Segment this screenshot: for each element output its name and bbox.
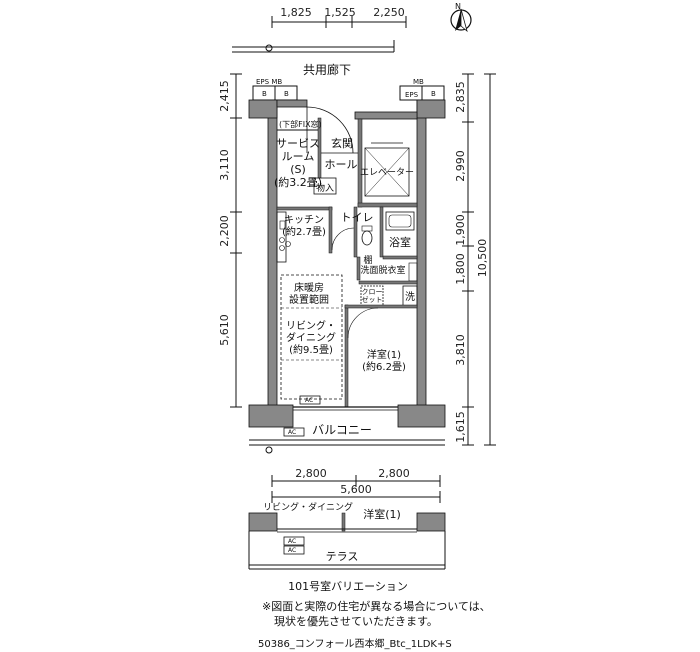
ac-label-variation-1: AC (288, 538, 296, 545)
living-dining-label-1: リビング・ (286, 319, 336, 332)
dim-left-1: 2,415 (218, 80, 231, 112)
floor-heating-label-1: 床暖房 (294, 281, 324, 294)
service-room-label-1: サービス (276, 137, 320, 150)
washroom-label: 洗面脱衣室 (360, 264, 405, 276)
variation-ld-label: リビング・ダイニング (263, 501, 353, 513)
corridor-railing (232, 40, 395, 53)
dim-right-2: 2,990 (454, 150, 467, 182)
kitchen-label-2: (約2.7畳) (282, 225, 326, 238)
eps-mb-right: MB EPS B (399, 78, 445, 101)
variation-room-label: 洋室(1) (363, 507, 401, 521)
dim-right-total: 10,500 (476, 239, 489, 278)
variation-plan (248, 512, 446, 570)
elevator-label: エレベーター (360, 167, 414, 178)
closet-label-1: クロー (362, 288, 383, 296)
dim-top-2: 1,525 (324, 6, 356, 19)
dim-left-3: 2,200 (218, 215, 231, 247)
north-arrow-icon: N (450, 2, 472, 33)
floor-heating-label-2: 設置範囲 (289, 293, 329, 306)
living-dining-label-2: ダイニング (286, 331, 336, 344)
western-room-label-2: (約6.2畳) (362, 360, 406, 373)
ac-label-variation-2: AC (288, 547, 296, 554)
balcony (249, 427, 445, 454)
disclaimer-line-2: 現状を優先させていただきます。 (274, 615, 438, 628)
left-dimension-line (230, 73, 242, 408)
plan-code: 50386_コンフォール西本郷_Btc_1LDK+S (258, 639, 452, 650)
hall-label: ホール (325, 158, 358, 171)
service-room-label-4: (約3.2畳) (274, 175, 322, 189)
eps-mb-left-label: EPS MB (256, 78, 282, 86)
disclaimer-line-1: ※図面と実際の住宅が異なる場合については、 (262, 600, 491, 613)
shelf-label: 棚 (363, 254, 372, 266)
dim-top-1: 1,825 (280, 6, 312, 19)
dim-left-4: 5,610 (218, 314, 231, 346)
dim-right-1: 2,835 (454, 81, 467, 113)
closet-label-2: ゼット (362, 295, 383, 304)
service-room-label-3: (S) (290, 163, 306, 176)
bottom-dimension-line (271, 475, 441, 503)
dim-right-4: 1,800 (454, 253, 467, 285)
dim-bottom-2: 2,800 (378, 467, 410, 480)
dim-top-3: 2,250 (373, 6, 405, 19)
dim-bottom-total: 5,600 (340, 483, 372, 496)
dim-bottom-1: 2,800 (295, 467, 327, 480)
balcony-label: バルコニー (312, 423, 372, 437)
terrace-label: テラス (326, 550, 359, 563)
bath-label: 浴室 (389, 235, 411, 249)
dim-right-6: 1,615 (454, 411, 467, 443)
service-room-label-2: ルーム (282, 150, 315, 163)
toilet-label: トイレ (341, 211, 374, 224)
box-b-1: B (262, 90, 267, 98)
ac-label-living: AC (305, 397, 313, 404)
corridor-label: 共用廊下 (303, 62, 351, 77)
outer-walls (248, 99, 446, 428)
living-dining-label-3: (約9.5畳) (289, 343, 333, 356)
storage-label: 物入 (316, 182, 334, 194)
kitchen-label-1: キッチン (284, 214, 324, 226)
dim-right-5: 3,810 (454, 334, 467, 366)
western-room-label-1: 洋室(1) (367, 348, 401, 361)
eps-mb-left: EPS MB B B (252, 78, 298, 101)
variation-title: 101号室バリエーション (288, 579, 408, 593)
dim-right-3: 1,900 (454, 214, 467, 246)
interior-walls (276, 106, 418, 411)
ac-label-balcony: AC (288, 429, 296, 436)
entrance-label: 玄関 (331, 136, 353, 150)
washer-label: 洗 (405, 291, 415, 303)
dim-left-2: 3,110 (218, 149, 231, 181)
eps-right-label: EPS (405, 91, 419, 99)
mb-right-label: MB (413, 78, 424, 86)
box-b-2: B (284, 90, 289, 98)
right-dimension-line (462, 73, 496, 446)
lower-fix-window-label: (下部FIX窓) (279, 119, 322, 129)
top-dimension-line (271, 16, 407, 28)
box-b-3: B (431, 90, 436, 98)
north-label: N (455, 2, 461, 11)
